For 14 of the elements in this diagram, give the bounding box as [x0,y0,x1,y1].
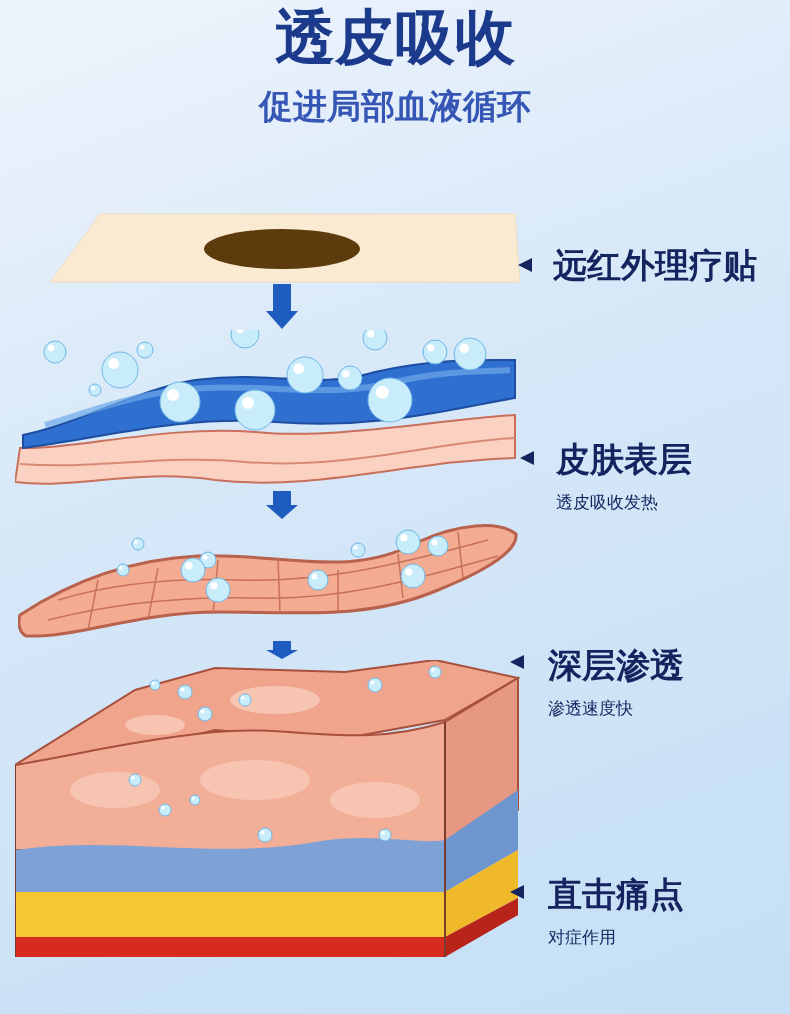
down-arrow [266,284,298,329]
down-arrow [266,641,298,659]
layer-description: 渗透速度快 [548,697,634,720]
layer-description: 对症作用 [548,926,617,949]
layer-description: 透皮吸收发热 [556,491,659,514]
tissue-block-drawing [15,660,520,960]
layer-heading: 直击痛点 [548,873,684,916]
subtitle: 促进局部血液循环 [257,85,532,128]
layer-heading: 皮肤表层 [556,438,692,481]
down-arrow [266,491,298,519]
layer-heading: 远红外理疗贴 [553,244,757,287]
patch-drawing [50,213,520,283]
layer-heading: 深层渗透 [548,644,684,687]
title: 透皮吸收 [274,1,516,74]
